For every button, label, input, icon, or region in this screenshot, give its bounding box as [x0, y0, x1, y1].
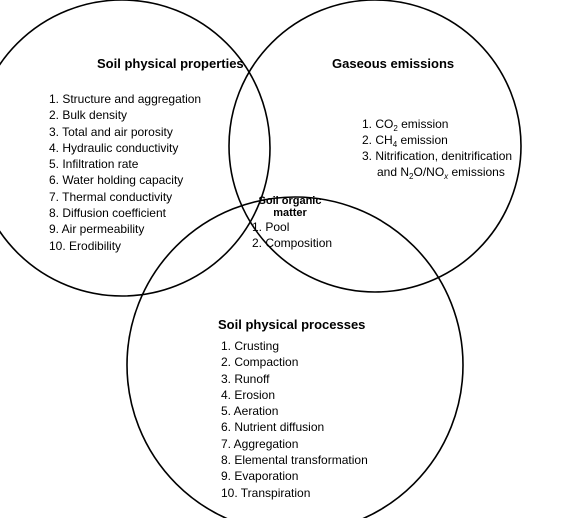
physical-properties-list: 1. Structure and aggregation 2. Bulk dens… [49, 91, 201, 254]
physical-processes-title: Soil physical processes [218, 317, 366, 332]
list-item: 5. Infiltration rate [49, 157, 139, 172]
list-item: 8. Diffusion coefficient [49, 206, 166, 221]
center-title-line2: matter [273, 207, 307, 219]
list-item: 2. Composition [252, 236, 333, 251]
list-item: 8. Elemental transformation [221, 453, 368, 468]
gas-item-ch4: 2. CH4 emission [362, 133, 448, 149]
list-item: 10. Erodibility [49, 238, 122, 253]
list-item: 4. Hydraulic conductivity [49, 140, 179, 155]
list-item: 9. Air permeability [49, 222, 145, 237]
list-item: 1. Structure and aggregation [49, 92, 202, 106]
circle-gaseous-emissions [228, 0, 522, 293]
list-item: 9. Evaporation [221, 469, 299, 484]
circle-soil-physical-processes [126, 196, 464, 518]
center-title-line1: Soil organic [258, 195, 322, 207]
list-item: 1. Pool [252, 220, 290, 234]
gas-item-co2: 1. CO2 emission [362, 117, 449, 133]
list-item: 4. Erosion [221, 387, 276, 402]
center-title: Soil organic matter [250, 195, 330, 219]
list-item: 5. Aeration [221, 404, 279, 419]
gas-item-nitrification: 3. Nitrification, denitrification [362, 149, 513, 163]
list-item: 6. Nutrient diffusion [221, 420, 325, 435]
physical-properties-title: Soil physical properties [97, 56, 244, 71]
gaseous-emissions-title: Gaseous emissions [332, 56, 455, 71]
circle-soil-physical-properties [0, 0, 271, 297]
list-item: 3. Runoff [221, 371, 270, 386]
list-item: 2. Bulk density [49, 108, 128, 123]
list-item: 6. Water holding capacity [49, 173, 184, 188]
list-item: 7. Thermal conductivity [49, 189, 173, 204]
list-item: 1. Crusting [221, 339, 280, 353]
gas-item-n2o-nox: and N2O/NOx emissions [377, 165, 505, 181]
center-list: 1. Pool 2. Composition [252, 219, 332, 252]
list-item: 3. Total and air porosity [49, 124, 173, 139]
list-item: 7. Aggregation [221, 436, 299, 451]
list-item: 2. Compaction [221, 355, 299, 370]
list-item: 10. Transpiration [221, 485, 311, 500]
